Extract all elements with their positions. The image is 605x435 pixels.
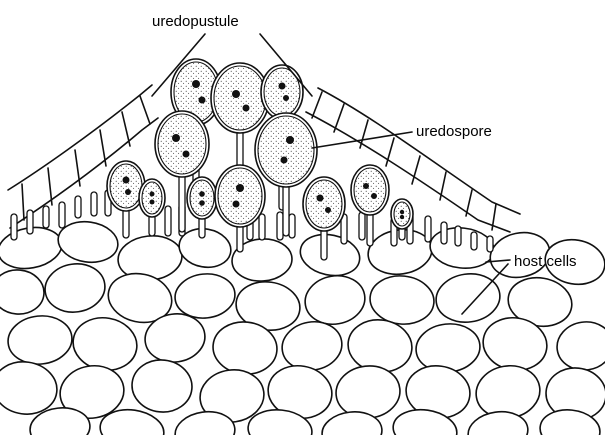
spore-nucleus — [400, 210, 404, 214]
spore-nucleus — [400, 215, 404, 219]
paraphysis — [259, 214, 265, 240]
uredospore — [258, 116, 314, 184]
host-cell — [428, 225, 496, 271]
paraphysis — [487, 236, 493, 252]
host-cell — [301, 271, 368, 329]
spore-nucleus — [371, 193, 377, 199]
uredospore — [142, 182, 162, 214]
uredospore — [214, 66, 266, 130]
paraphysis — [11, 214, 17, 240]
spore-nucleus — [286, 136, 294, 144]
uredospore — [190, 180, 214, 216]
host-cell — [129, 357, 194, 415]
spore-nucleus — [236, 184, 244, 192]
spore-nucleus — [243, 105, 250, 112]
spore-nucleus — [232, 90, 240, 98]
host-cell — [69, 313, 141, 375]
spore-nucleus — [125, 189, 131, 195]
host-cell — [433, 270, 503, 326]
uredospore — [110, 164, 142, 208]
spore-nucleus — [233, 201, 240, 208]
leader-uredospore — [312, 132, 412, 148]
host-cell — [42, 260, 108, 316]
uredospore — [158, 114, 206, 174]
spore-stalk — [179, 172, 185, 232]
paraphysis — [455, 226, 461, 246]
spore-nucleus — [281, 157, 288, 164]
spore-nucleus — [199, 200, 205, 206]
uredospore — [218, 168, 262, 224]
spore-nucleus — [172, 134, 180, 142]
spore-nucleus — [199, 191, 205, 197]
label-uredospore-group: uredospore — [312, 123, 492, 148]
uredospore — [306, 180, 342, 228]
spore-stalk — [283, 182, 289, 236]
label-host-cells: host cells — [514, 253, 577, 270]
spore-nucleus — [199, 97, 206, 104]
spore-nucleus — [183, 151, 190, 158]
paraphysis — [425, 216, 431, 242]
paraphysis — [471, 232, 477, 250]
paraphysis — [27, 210, 33, 234]
paraphysis — [165, 206, 171, 236]
host-cell — [0, 268, 46, 316]
uredospore — [354, 168, 386, 212]
host-cell — [554, 318, 605, 373]
label-uredopustule: uredopustule — [152, 13, 239, 30]
spore-nucleus — [150, 200, 155, 205]
spore-nucleus — [279, 83, 286, 90]
spore-nucleus — [317, 195, 324, 202]
spore-nucleus — [192, 80, 200, 88]
label-uredospore: uredospore — [416, 123, 492, 140]
paraphysis — [441, 222, 447, 244]
paraphysis — [91, 192, 97, 216]
spore-nucleus — [325, 207, 331, 213]
spore-nucleus — [123, 177, 130, 184]
paraphysis — [75, 196, 81, 218]
host-cell — [296, 229, 363, 281]
spore-nucleus — [150, 192, 155, 197]
spore-nucleus — [283, 95, 289, 101]
paraphysis — [43, 206, 49, 228]
spore-nucleus — [363, 183, 369, 189]
paraphysis — [59, 202, 65, 228]
paraphysis — [359, 212, 365, 240]
host-cell — [6, 313, 75, 367]
paraphysis — [289, 214, 295, 238]
host-cells-tissue — [0, 218, 605, 435]
paraphysis — [277, 212, 283, 240]
